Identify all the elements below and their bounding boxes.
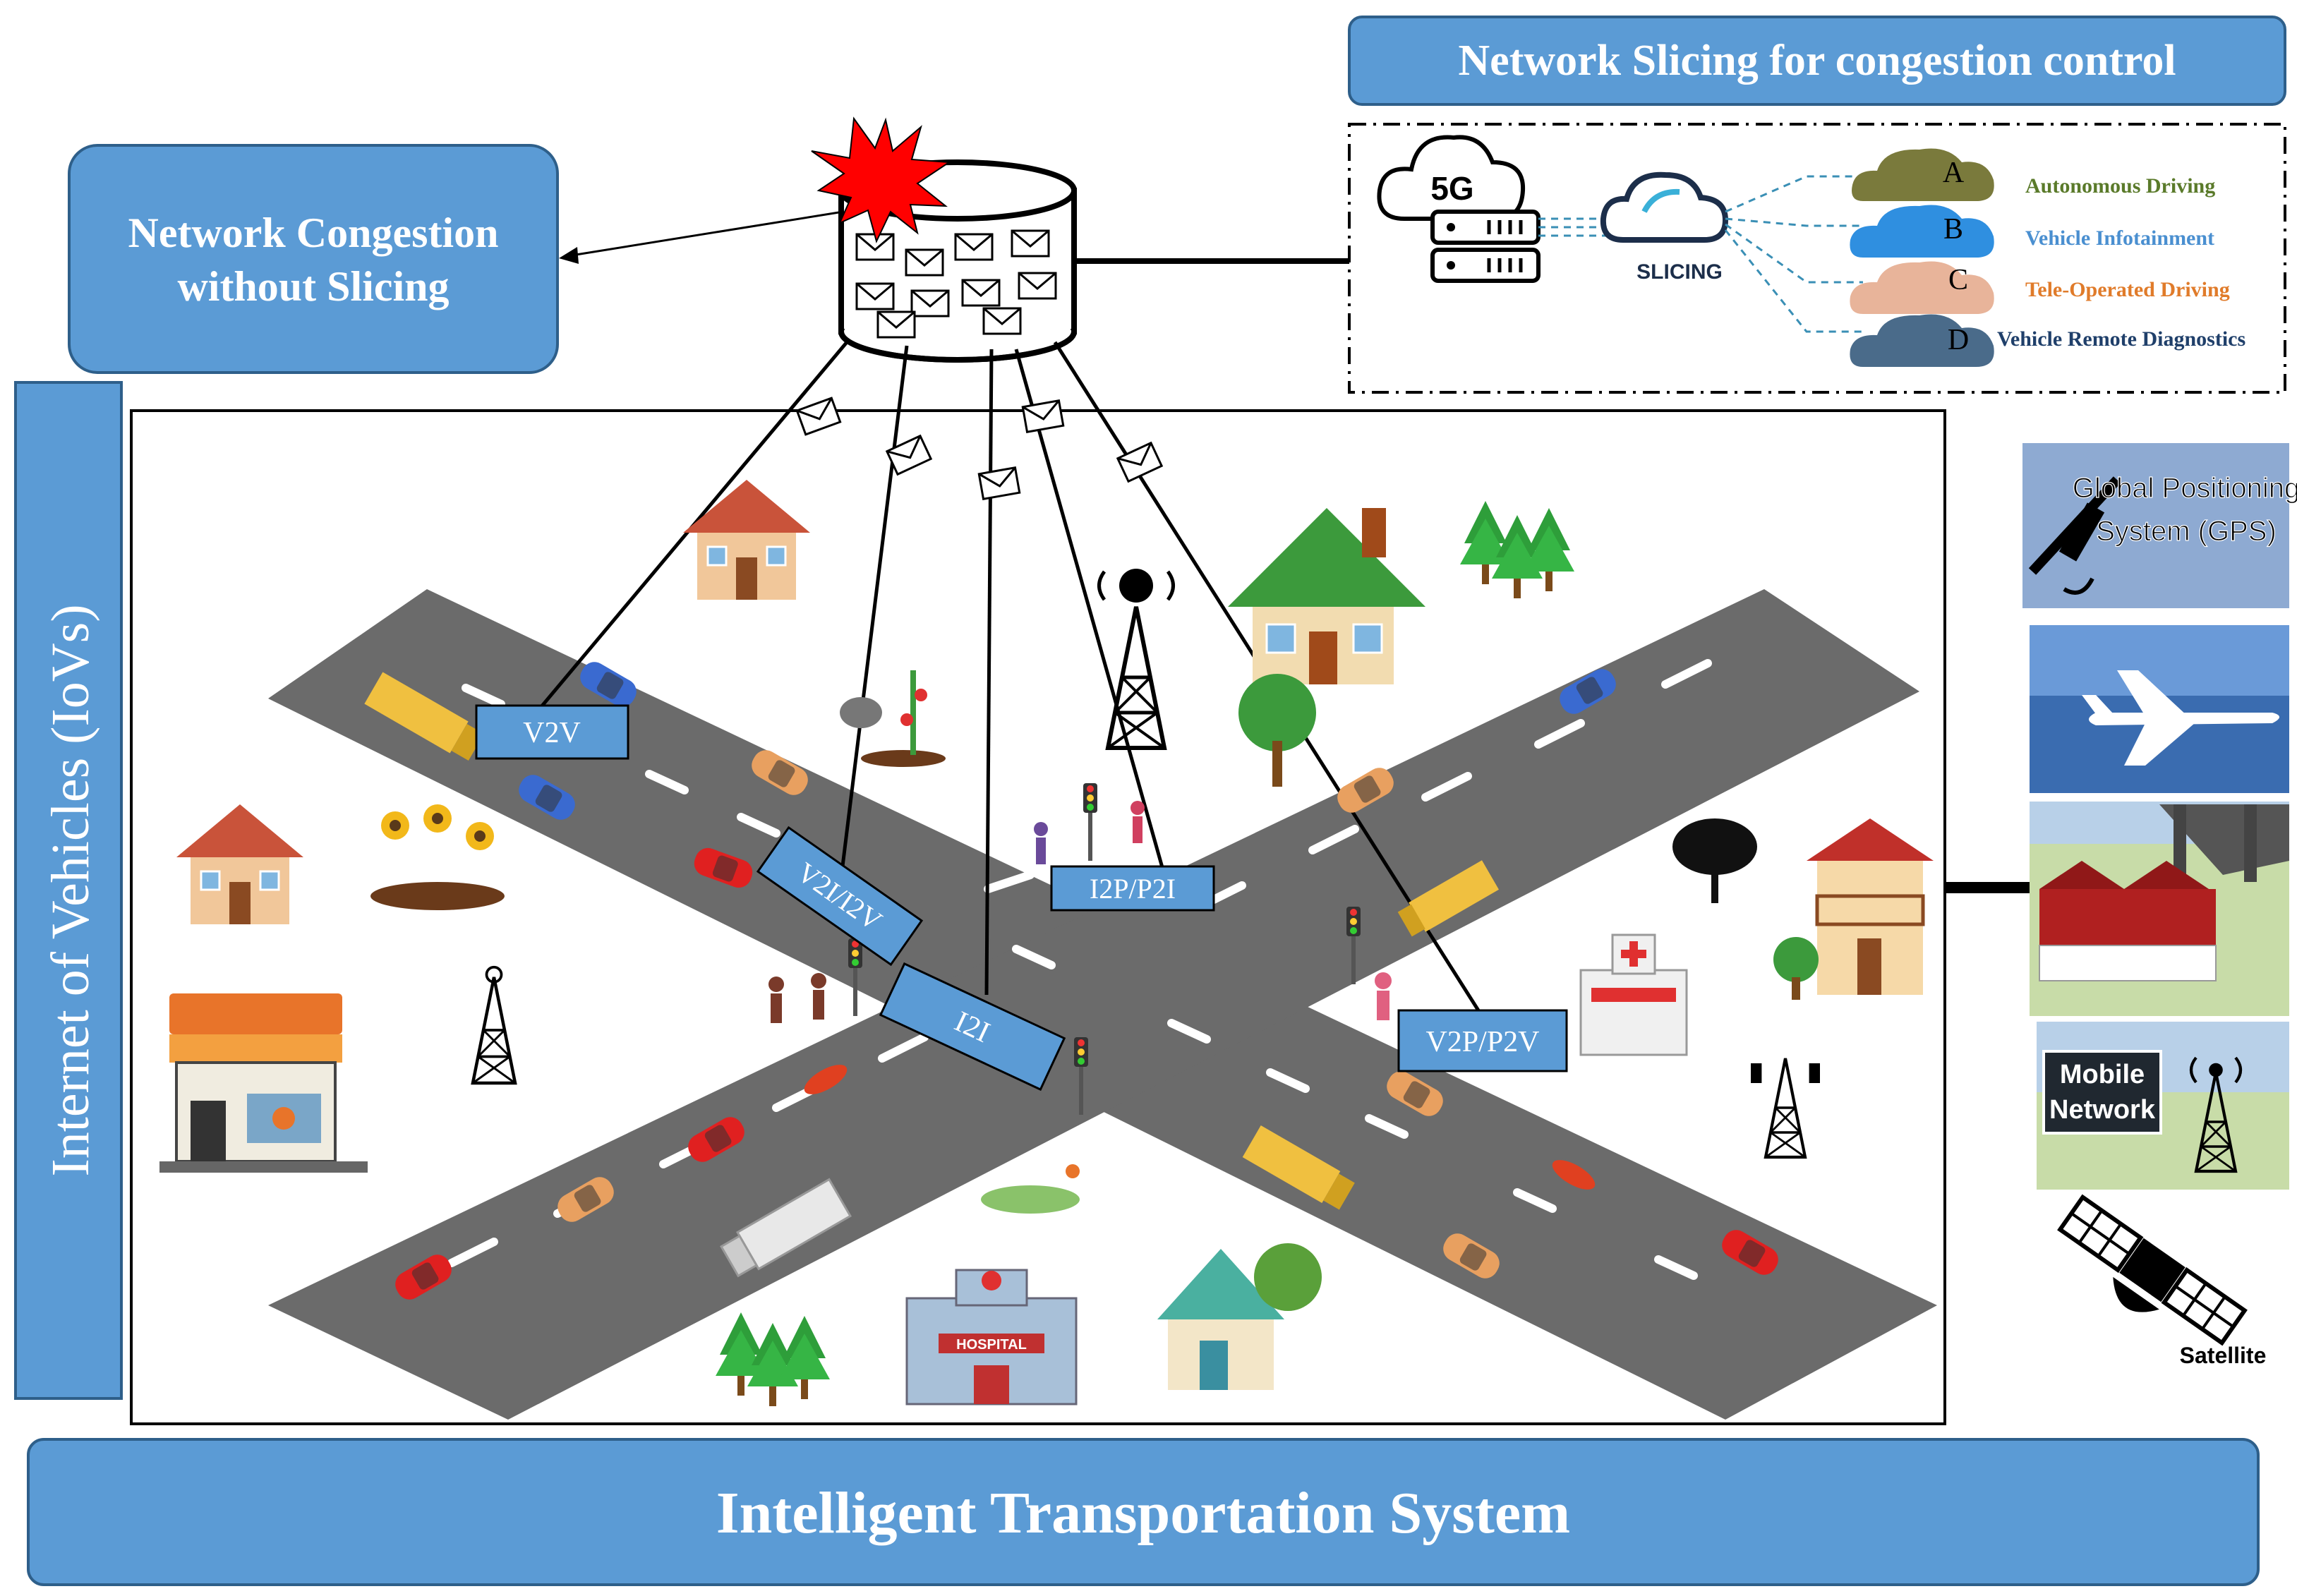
- red-house-icon: [1807, 818, 1934, 995]
- satellite-dish-icon: [2028, 476, 2121, 595]
- slice-a: A Autonomous Driving: [1852, 148, 2215, 201]
- slice-d: D Vehicle Remote Diagnostics: [1850, 314, 2245, 367]
- congestion-label-line1: Network Congestion: [128, 210, 499, 256]
- slice-c-name: Tele-Operated Driving: [2025, 278, 2230, 301]
- truck-icon: [1397, 860, 1499, 937]
- slicing-links-right: [1724, 175, 1863, 333]
- shop-icon: [159, 993, 368, 1173]
- slicing-panel: 5G SLICING: [1348, 123, 2286, 394]
- green-house-icon: [1228, 508, 1425, 684]
- slicing-title-box: Network Slicing for congestion control: [1348, 16, 2286, 106]
- road-sw-ne: [268, 589, 1919, 1420]
- tag-v2v: V2V: [475, 704, 629, 760]
- its-box: Intelligent Transportation System: [27, 1438, 2260, 1586]
- satellite-label: Satellite: [2180, 1343, 2267, 1368]
- slice-a-name: Autonomous Driving: [2025, 174, 2215, 198]
- slicing-title: Network Slicing for congestion control: [1458, 37, 2176, 85]
- round-tree-icon: [1238, 674, 1316, 787]
- slice-b-cloud-icon: [1850, 205, 1994, 258]
- airplane-icon: [2082, 670, 2279, 766]
- palm-icon: [1672, 818, 1757, 903]
- mobile-network-panel: Mobile Network: [2037, 1022, 2289, 1190]
- tower-icon: [1751, 1058, 1820, 1157]
- city-scene: HOSPITAL: [130, 341, 1946, 1425]
- motorbike-icon: [804, 1065, 848, 1094]
- tag-i2p-label: I2P/P2I: [1090, 873, 1176, 905]
- congestion-box: Network Congestion without Slicing: [68, 144, 559, 374]
- cell-tower-icon: [1097, 569, 1175, 748]
- envelope-icon: [1021, 399, 1065, 433]
- pedestrian-icon: [768, 973, 826, 1023]
- mobile-tower-icon: [2189, 1056, 2243, 1171]
- slice-b: B Vehicle Infotainment: [1850, 205, 2214, 258]
- satellite-icon: [2057, 1194, 2248, 1346]
- round-tree-icon: [1773, 937, 1819, 1000]
- slice-d-letter: D: [1948, 324, 1969, 356]
- truck-icon: [720, 1178, 852, 1278]
- garden-plants-icon: [840, 670, 946, 767]
- airplane-panel: [2030, 625, 2289, 793]
- tower-icon: [473, 965, 515, 1083]
- truck-icon: [1242, 1125, 1355, 1210]
- hospital-sign: HOSPITAL: [956, 1337, 1027, 1353]
- slice-a-cloud-icon: [1852, 148, 1994, 201]
- pedestrian-icon: [1034, 822, 1048, 864]
- pedestrian-icon: [1131, 801, 1145, 843]
- gps-panel: Global Positioning System (GPS): [2022, 443, 2297, 608]
- mobile-label-line2: Network: [2049, 1095, 2156, 1125]
- tag-v2v-label: V2V: [523, 717, 581, 749]
- motorbike-icon: [1552, 1160, 1596, 1190]
- slice-d-cloud-icon: [1850, 314, 1994, 367]
- slice-c: C Tele-Operated Driving: [1850, 261, 2230, 314]
- villa-icon: [1157, 1243, 1322, 1390]
- congestion-label-line2: without Slicing: [177, 263, 449, 310]
- pedestrian-icon: [1375, 972, 1392, 1020]
- cloud-5g-icon: 5G: [1377, 135, 1541, 283]
- satellite: Satellite: [2057, 1194, 2267, 1368]
- slice-b-name: Vehicle Infotainment: [2025, 226, 2214, 250]
- its-label: Intelligent Transportation System: [716, 1480, 1570, 1546]
- congestion-burst-icon: [811, 116, 951, 243]
- tag-v2p-label: V2P/P2V: [1425, 1026, 1539, 1058]
- congestion-arrow: [559, 210, 844, 264]
- envelope-icon: [977, 466, 1021, 500]
- gps-label-line2: System (GPS): [2096, 516, 2277, 547]
- scene-to-panels-link: [1946, 882, 2038, 893]
- hospital-icon: HOSPITAL: [905, 1269, 1078, 1405]
- clinic-icon: [1579, 933, 1688, 1056]
- slice-c-letter: C: [1948, 264, 1968, 296]
- mobile-label-line1: Mobile: [2060, 1060, 2145, 1089]
- slicing-cloud-icon: SLICING: [1600, 171, 1729, 284]
- slice-d-name: Vehicle Remote Diagnostics: [1997, 327, 2245, 351]
- factory-icon: [2039, 861, 2217, 981]
- iov-label: Internet of Vehicles (IoVs): [41, 604, 100, 1176]
- gps-label-line1: Global Positioning: [2073, 473, 2297, 504]
- tag-i2p: I2P/P2I: [1050, 865, 1215, 912]
- slice-b-letter: B: [1943, 213, 1963, 246]
- sunflowers-icon: [370, 804, 505, 910]
- slicing-label: SLICING: [1636, 260, 1723, 284]
- grass-icon: [981, 1164, 1080, 1214]
- factory-panel: [2030, 802, 2289, 1016]
- slice-a-letter: A: [1943, 157, 1965, 189]
- slice-c-cloud-icon: [1850, 261, 1994, 314]
- tag-i2i: I2I: [879, 962, 1066, 1092]
- tag-v2p: V2P/P2V: [1397, 1009, 1568, 1072]
- iov-box: Internet of Vehicles (IoVs): [14, 381, 123, 1400]
- cloud-5g-label: 5G: [1430, 170, 1473, 207]
